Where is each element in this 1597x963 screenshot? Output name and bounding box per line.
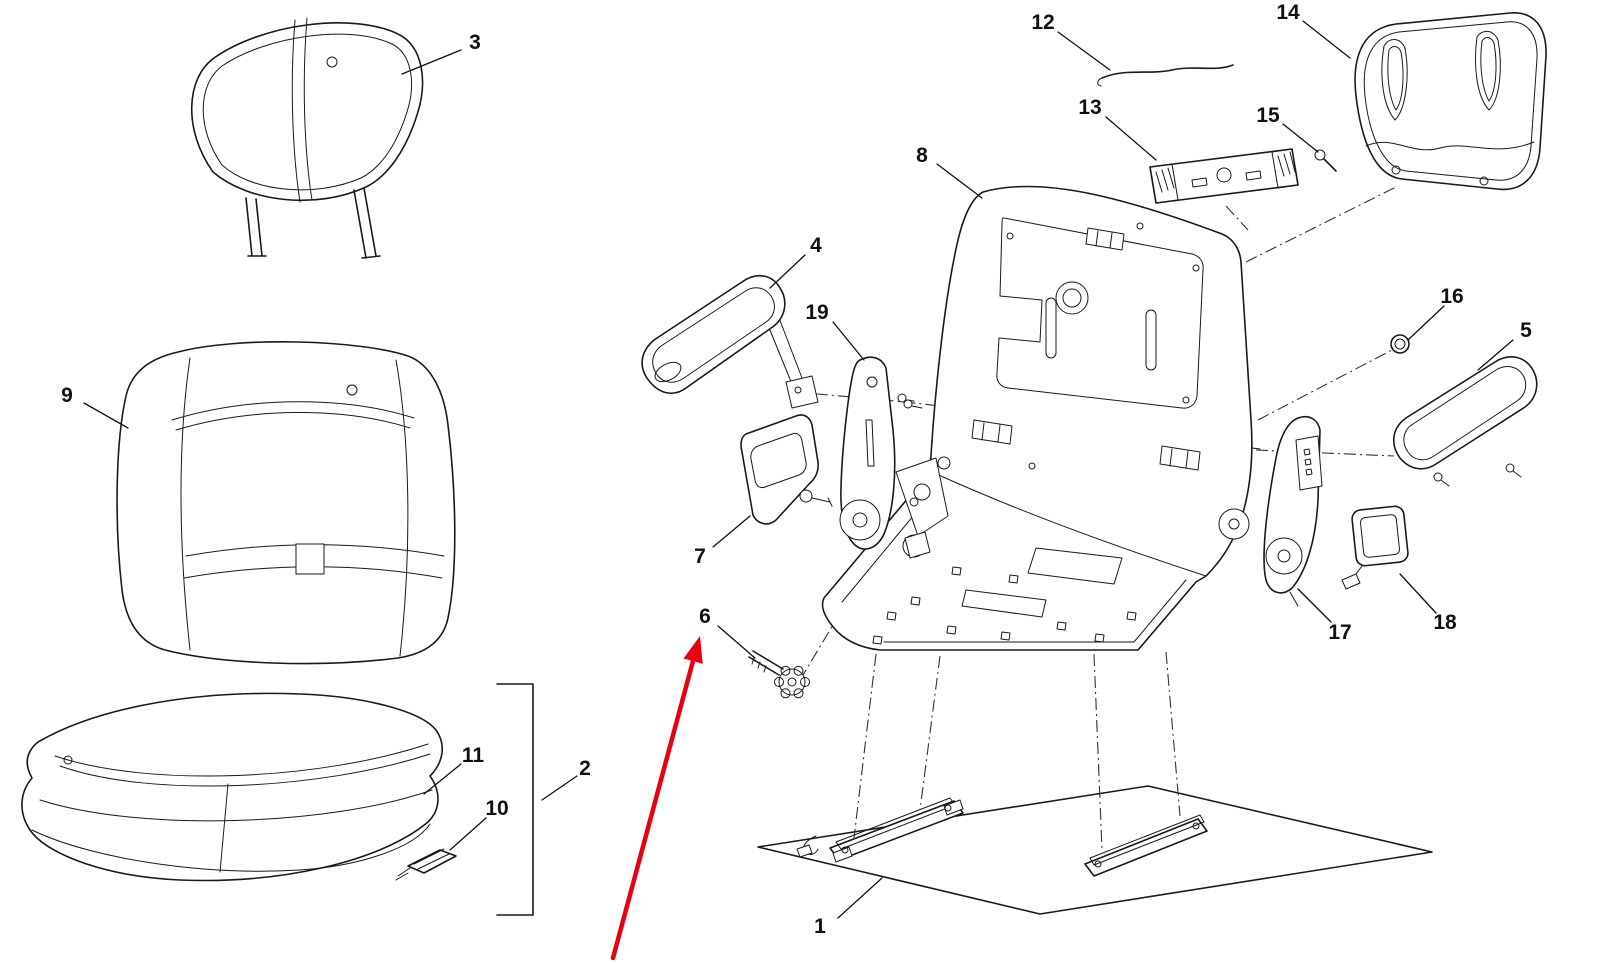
part-19-recliner-left <box>839 356 923 550</box>
callout-13: 13 <box>1078 96 1101 119</box>
callout-15: 15 <box>1256 104 1280 127</box>
callout-1: 1 <box>814 915 826 938</box>
callout-5: 5 <box>1520 319 1532 342</box>
part-16-bushing <box>1390 334 1410 354</box>
callout-11: 11 <box>462 744 485 767</box>
callout-9: 9 <box>61 384 73 407</box>
group-bracket-2 <box>496 683 534 916</box>
part-1-slide-rails <box>796 797 1208 877</box>
part-4-armrest-left <box>641 275 819 409</box>
leader-lines <box>83 20 1514 919</box>
callout-19: 19 <box>805 301 828 324</box>
callout-4: 4 <box>810 234 822 257</box>
callout-6: 6 <box>699 605 711 628</box>
part-9-backrest-cushion <box>116 341 456 665</box>
callout-12: 12 <box>1031 11 1054 34</box>
part-7-guide-bracket <box>740 414 833 525</box>
part-5-armrest-right <box>1393 356 1538 487</box>
mounting-plane-outline <box>757 785 1433 915</box>
part-12-wire <box>1097 64 1234 87</box>
part-15-screw <box>1314 149 1337 172</box>
part-17-recliner-right <box>1263 415 1323 607</box>
part-6-knob <box>748 650 810 699</box>
callout-3: 3 <box>469 31 481 54</box>
callout-7: 7 <box>694 545 706 568</box>
part-14-back-cover <box>1354 12 1547 191</box>
part-11-seat-cushion <box>21 692 443 882</box>
callout-14: 14 <box>1276 1 1300 24</box>
callout-16: 16 <box>1440 285 1463 308</box>
part-10-clip <box>395 848 457 881</box>
callout-10: 10 <box>485 797 508 820</box>
part-8-seat-frame <box>821 185 1253 651</box>
callout-2: 2 <box>579 757 591 780</box>
callout-labels: 1 2 3 4 5 6 7 8 9 10 11 12 13 14 15 16 1… <box>61 1 1532 938</box>
callout-18: 18 <box>1433 611 1457 634</box>
red-pointer-arrow <box>610 636 703 961</box>
part-18-switch <box>1341 505 1409 590</box>
callout-17: 17 <box>1328 621 1351 644</box>
part-13-bracket-plate <box>1149 148 1299 204</box>
callout-8: 8 <box>916 144 928 167</box>
part-3-headrest <box>190 17 424 259</box>
